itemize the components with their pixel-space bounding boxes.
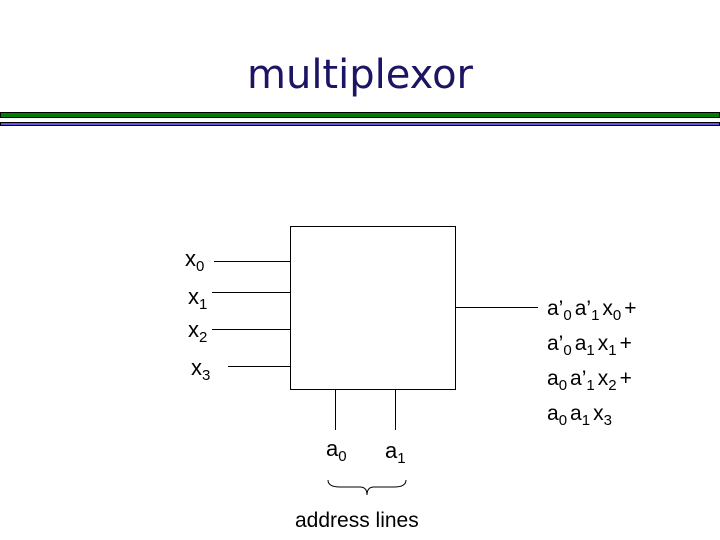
input-label-x0: x0 <box>185 246 205 275</box>
term-subscript: 1 <box>591 307 600 324</box>
term-base: x <box>597 367 609 390</box>
term-base: x <box>593 402 604 425</box>
term-subscript: 0 <box>563 342 572 359</box>
address-label-a0: a0 <box>326 436 347 465</box>
input-label-x2: x2 <box>188 317 208 346</box>
expression-term: a’1 <box>570 367 595 394</box>
expression-term: a1 <box>574 332 595 359</box>
term-subscript: 1 <box>581 412 591 429</box>
term-subscript: 2 <box>608 377 617 394</box>
input-label-x3: x3 <box>191 355 211 384</box>
term-base: x <box>602 297 613 320</box>
term-base: x <box>597 332 609 355</box>
address-label-a1: a1 <box>385 438 406 467</box>
expression-term: a’1 <box>574 297 600 324</box>
term-base: a’ <box>547 332 564 355</box>
term-subscript: 0 <box>558 377 568 394</box>
address-lines-label: address lines <box>295 509 419 532</box>
expression-term: x0 <box>602 297 621 324</box>
address-brace <box>327 479 407 496</box>
term-subscript: 3 <box>603 412 612 429</box>
expression-term: x1 <box>597 332 617 359</box>
expression-term: a1 <box>570 402 590 429</box>
term-base: + <box>619 367 632 390</box>
term-subscript: 1 <box>608 342 617 359</box>
expression-term: a’0 <box>547 297 572 324</box>
term-base: a’ <box>547 297 564 320</box>
term-subscript: 1 <box>586 377 595 394</box>
term-base: a <box>547 402 559 425</box>
expression-term: a’0 <box>547 332 572 359</box>
term-subscript: 0 <box>558 412 568 429</box>
expression-term: a0 <box>547 367 567 394</box>
slide-title: multiplexor <box>247 52 473 98</box>
term-subscript: 0 <box>612 307 622 324</box>
term-base: a’ <box>574 297 592 320</box>
term-base: a’ <box>570 367 587 390</box>
expression-term: x3 <box>593 402 612 429</box>
term-base: + <box>619 332 632 355</box>
expression-term: + <box>620 367 632 390</box>
term-base: a <box>574 332 587 355</box>
term-base: a <box>547 367 559 390</box>
term-base: + <box>624 297 637 320</box>
expression-term: a0 <box>547 402 567 429</box>
expression-term: + <box>620 332 632 355</box>
expression-term: + <box>624 297 636 320</box>
input-label-x1: x1 <box>188 284 208 313</box>
term-subscript: 0 <box>563 307 572 324</box>
term-subscript: 1 <box>586 342 595 359</box>
expression-term: x2 <box>597 367 617 394</box>
term-base: a <box>570 402 582 425</box>
mux-box <box>290 226 456 390</box>
